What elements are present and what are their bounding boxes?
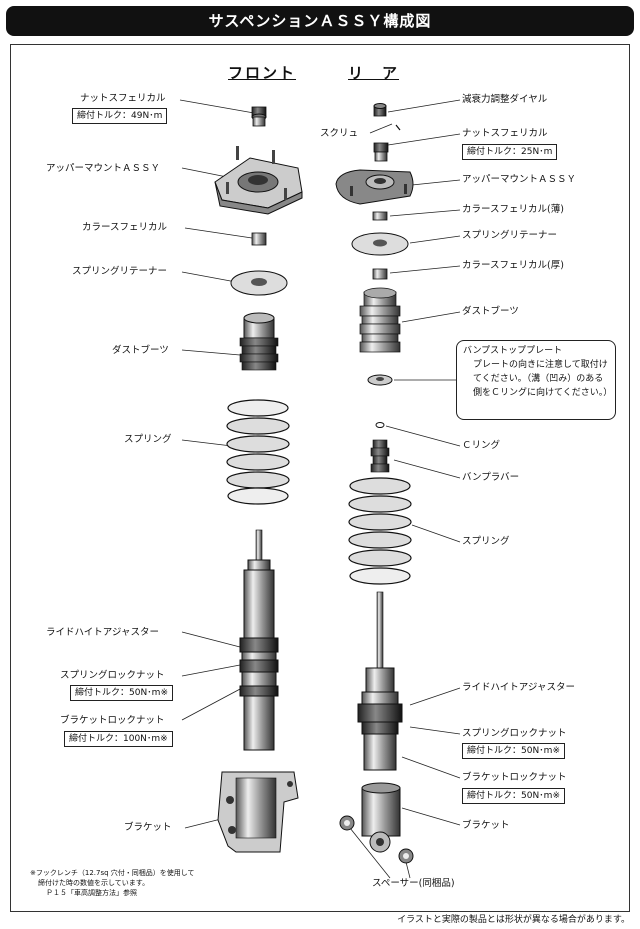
torque-front-spring-lock: 締付トルク：50N･m※ bbox=[70, 685, 173, 701]
label-front-spring-lock-nut: スプリングロックナット bbox=[60, 670, 165, 681]
torque-rear-bracket-lock: 締付トルク：50N･m※ bbox=[462, 788, 565, 804]
torque-front-nut: 締付トルク：49N･m bbox=[72, 108, 168, 124]
rear-nut-spherical bbox=[373, 142, 389, 162]
header-front: フロント bbox=[228, 64, 297, 82]
label-rear-spring: スプリング bbox=[462, 536, 510, 547]
torque-rear-spring-lock: 締付トルク：50N･m※ bbox=[462, 743, 565, 759]
label-front-spring-retainer: スプリングリテーナー bbox=[72, 266, 168, 277]
label-rear-bump-rubber: バンプラバー bbox=[462, 472, 520, 483]
label-front-upper-mount: アッパーマウントＡＳＳＹ bbox=[46, 163, 161, 174]
rear-dust-boot bbox=[359, 287, 401, 353]
rear-collar-thin bbox=[372, 211, 388, 221]
label-rear-damping-dial: 減衰力調整ダイヤル bbox=[462, 94, 548, 105]
rear-bump-rubber bbox=[370, 439, 390, 473]
rear-spring-retainer bbox=[351, 232, 409, 256]
rear-upper-mount bbox=[335, 169, 414, 205]
label-rear-bump-stop: バンプストッププレート bbox=[463, 346, 563, 356]
front-upper-mount bbox=[214, 146, 303, 215]
rear-c-ring bbox=[375, 422, 385, 428]
label-front-dust-boot: ダストブーツ bbox=[112, 345, 169, 356]
label-rear-bracket-lock-nut: ブラケットロックナット bbox=[462, 772, 567, 783]
label-rear-collar-thick: カラースフェリカル(厚) bbox=[462, 260, 564, 271]
label-rear-ride-height: ライドハイトアジャスター bbox=[462, 682, 575, 693]
bump-stop-note: プレートの向きに注意して取付けてください。（溝（凹み）のある側をＣリングに向けて… bbox=[473, 360, 613, 398]
label-front-bracket-lock-nut: ブラケットロックナット bbox=[60, 715, 165, 726]
diagram-frame bbox=[10, 44, 630, 912]
rear-bump-stop-plate bbox=[367, 374, 393, 386]
front-spring-retainer bbox=[230, 270, 288, 296]
torque-front-bracket-lock: 締付トルク：100N･m※ bbox=[64, 731, 173, 747]
label-front-nut-spherical: ナットスフェリカル bbox=[80, 93, 166, 104]
rear-spacers bbox=[339, 815, 414, 864]
torque-rear-nut: 締付トルク：25N･m bbox=[462, 144, 558, 160]
label-front-spring: スプリング bbox=[124, 434, 172, 445]
front-bracket bbox=[217, 771, 299, 853]
label-rear-spring-retainer: スプリングリテーナー bbox=[462, 230, 558, 241]
rear-bracket bbox=[361, 782, 401, 853]
footnote-line-2: 締付けた時の数値を示しています。 bbox=[38, 879, 150, 887]
label-rear-bracket: ブラケット bbox=[462, 820, 510, 831]
footnote-line-1: ※フックレンチ（12.7sq 穴付・同梱品）を使用して bbox=[30, 869, 195, 877]
label-front-collar-spherical: カラースフェリカル bbox=[82, 222, 168, 233]
label-rear-collar-thin: カラースフェリカル(薄) bbox=[462, 204, 564, 215]
label-rear-screw: スクリュ bbox=[320, 128, 359, 139]
rear-screw bbox=[395, 124, 401, 131]
front-shock-body bbox=[239, 529, 279, 751]
front-dust-boot bbox=[239, 312, 279, 371]
rear-shock-body bbox=[357, 591, 403, 771]
label-rear-spring-lock-nut: スプリングロックナット bbox=[462, 728, 567, 739]
bump-stop-callout: バンプストッププレート プレートの向きに注意して取付けてください。（溝（凹み）の… bbox=[456, 340, 616, 420]
rear-damping-dial bbox=[373, 103, 387, 117]
leader-lines bbox=[179, 99, 461, 879]
label-rear-nut-spherical: ナットスフェリカル bbox=[462, 128, 548, 139]
rear-collar-thick bbox=[372, 268, 388, 280]
label-front-ride-height: ライドハイトアジャスター bbox=[46, 627, 159, 638]
header-rear: リ ア bbox=[348, 64, 400, 82]
footnote-line-3: Ｐ１５「車高調整方法」参照 bbox=[46, 889, 137, 897]
front-spring bbox=[226, 399, 290, 505]
label-front-bracket: ブラケット bbox=[124, 822, 172, 833]
label-rear-dust-boot: ダストブーツ bbox=[462, 306, 519, 317]
front-collar-spherical bbox=[251, 232, 267, 246]
front-nut-spherical bbox=[251, 106, 267, 127]
label-rear-c-ring: Ｃリング bbox=[462, 440, 501, 451]
label-rear-spacer: スペーサー(同梱品) bbox=[372, 878, 455, 889]
page-banner: サスペンションＡＳＳＹ構成図 bbox=[6, 6, 634, 36]
label-rear-upper-mount: アッパーマウントＡＳＳＹ bbox=[462, 174, 577, 185]
rear-spring bbox=[348, 477, 412, 585]
page-footer: イラストと実際の製品とは形状が異なる場合があります。 bbox=[397, 915, 630, 925]
